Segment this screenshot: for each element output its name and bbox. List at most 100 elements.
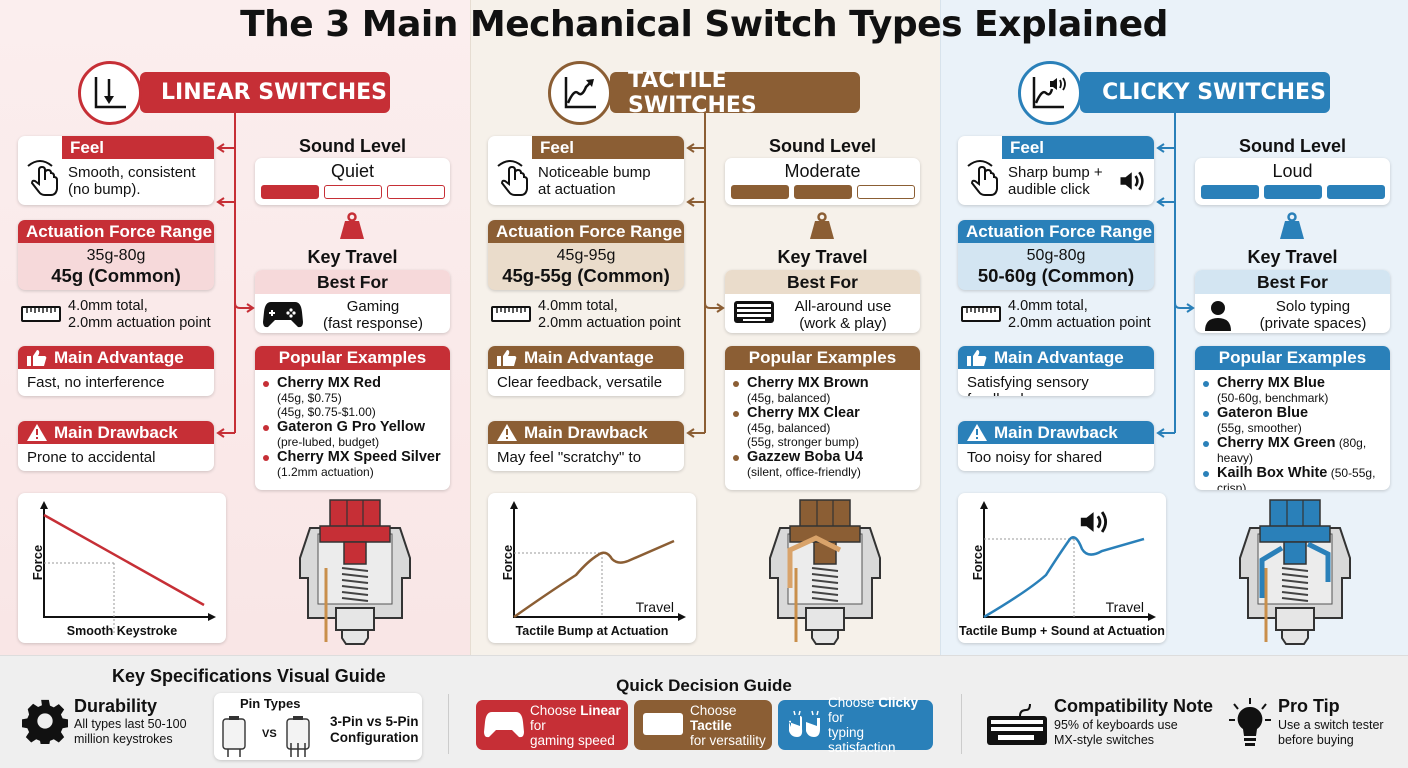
force-travel-graph: Force Travel Tactile Bump at Actuation [488, 493, 696, 643]
force-range-card: Actuation Force Range 45g-95g 45g-55g (C… [488, 220, 684, 290]
thumbs-up-icon [27, 350, 47, 366]
warning-icon [497, 424, 517, 441]
best-for-label: Best For [725, 270, 920, 294]
key-travel-text: 4.0mm total,2.0mm actuation point [538, 298, 681, 331]
sound-level-value: Loud [1272, 161, 1313, 181]
example-item: Gateron G Pro Yellow(pre-lubed, budget) [255, 419, 450, 449]
compat-title: Compatibility Note [1054, 696, 1214, 716]
linear-column: LINEAR SWITCHES Feel Smooth, consistent(… [0, 0, 470, 655]
key-travel-text: 4.0mm total,2.0mm actuation point [68, 298, 211, 331]
ruler-icon [21, 306, 61, 322]
divider [448, 694, 449, 754]
example-item: Gateron Blue(55g, smoother) [1195, 405, 1390, 435]
example-item: Cherry MX Speed Silver(1.2mm actuation) [255, 449, 450, 479]
advantage-label: Main Advantage [18, 346, 214, 369]
sound-level-label: Sound Level [1238, 136, 1346, 156]
popular-examples-card: Popular Examples Cherry MX Brown(45g, ba… [725, 346, 920, 490]
weight-icon [810, 212, 834, 239]
force-range-card: Actuation Force Range 35g-80g 45g (Commo… [18, 220, 214, 290]
force-range: 50g-80g [1026, 247, 1086, 264]
drawback-label: Main Drawback [488, 421, 684, 444]
best-for-text: All-around use(work & play) [794, 298, 892, 332]
example-item: Gazzew Boba U4(silent, office-friendly) [725, 449, 920, 479]
keyboard-icon [987, 703, 1047, 745]
force-range-label: Actuation Force Range [488, 220, 684, 243]
example-item: Cherry MX Blue(50-60g, benchmark) [1195, 375, 1390, 405]
finger-tap-icon [27, 160, 58, 196]
graph-x-label: Travel [635, 599, 674, 615]
sound-level-value: Quiet [330, 161, 375, 181]
sound-bar [1326, 185, 1385, 199]
force-curve [983, 536, 1145, 619]
examples-list: Cherry MX Brown(45g, balanced)Cherry MX … [725, 375, 920, 479]
advantage-label: Main Advantage [958, 346, 1154, 369]
advantage-text: Fast, no interference [27, 374, 165, 391]
best-for-text: Gaming(fast response) [322, 298, 424, 332]
feel-label: Feel [532, 136, 684, 159]
page-title: The 3 Main Mechanical Switch Types Expla… [240, 4, 1168, 45]
graph-speaker-icon [1018, 61, 1082, 125]
force-travel-graph: Force Travel Tactile Bump + Sound at Act… [958, 493, 1166, 643]
graph-y-label: Force [30, 544, 46, 581]
sound-level-label: Sound Level [768, 136, 876, 156]
gear-icon [22, 699, 68, 744]
sound-bar [1263, 185, 1322, 199]
force-travel-graph: Force Smooth Keystroke [18, 493, 226, 643]
example-item: Cherry MX Clear(45g, balanced) (55g, str… [725, 405, 920, 449]
switch-cross-section-illustration [769, 499, 881, 645]
person-icon [1203, 300, 1233, 333]
graph-x-label: Travel [1105, 599, 1144, 615]
drawback-text: May feel "scratchy" to some [497, 449, 642, 471]
sound-bar [1200, 185, 1259, 199]
sound-level-label: Sound Level [298, 136, 406, 156]
connector-lines [686, 113, 725, 438]
example-item: Cherry MX Green (80g, heavy) [1195, 435, 1390, 465]
sound-level-meter [1195, 185, 1390, 199]
ruler-icon [961, 306, 1001, 322]
pin-vs: VS [262, 728, 277, 740]
advantage-card: Main Advantage Fast, no interference [18, 346, 214, 396]
best-for-label: Best For [1195, 270, 1390, 294]
gamepad-icon [263, 300, 303, 333]
speaker-icon [1080, 511, 1108, 533]
feel-label: Feel [62, 136, 214, 159]
gamepad-icon [484, 710, 524, 741]
linear-header: LINEAR SWITCHES [140, 72, 390, 113]
feel-card: Feel Smooth, consistent(no bump). [18, 136, 214, 205]
connector-lines [216, 113, 255, 438]
durability-title: Durability [74, 696, 158, 716]
feel-text: Smooth, consistent(no bump). [68, 164, 196, 198]
sound-bar [856, 185, 915, 199]
weight-icon [1280, 212, 1304, 239]
lightbulb-icon [1229, 698, 1271, 746]
force-common: 50-60g (Common) [977, 265, 1135, 286]
decision-title: Quick Decision Guide [616, 676, 792, 695]
clicky-column: CLICKY SWITCHES Feel Sharp bump +audible… [940, 0, 1408, 655]
weight-icon [340, 212, 364, 239]
graph-y-label: Force [500, 544, 516, 581]
sound-bar [793, 185, 852, 199]
drawback-card: Main Drawback Prone to accidental presse… [18, 421, 214, 471]
keyboard-icon [642, 712, 684, 739]
popular-examples-card: Popular Examples Cherry MX Red(45g, $0.7… [255, 346, 450, 490]
tip-title: Pro Tip [1278, 696, 1340, 716]
drawback-card: Main Drawback May feel "scratchy" to som… [488, 421, 684, 471]
popular-examples-label: Popular Examples [1195, 346, 1390, 370]
popular-examples-label: Popular Examples [255, 346, 450, 370]
advantage-card: Main Advantage Satisfying sensory feedba… [958, 346, 1154, 396]
advantage-label: Main Advantage [488, 346, 684, 369]
advantage-text: Clear feedback, versatile [497, 374, 663, 391]
best-for-card: Best For All-around use(work & play) [725, 270, 920, 333]
popular-examples-card: Popular Examples Cherry MX Blue(50-60g, … [1195, 346, 1390, 490]
graph-caption: Tactile Bump + Sound at Actuation [959, 624, 1165, 638]
finger-tap-icon [967, 160, 998, 196]
pin-switch-icons [222, 716, 310, 757]
sound-level-card: Moderate [725, 158, 920, 205]
